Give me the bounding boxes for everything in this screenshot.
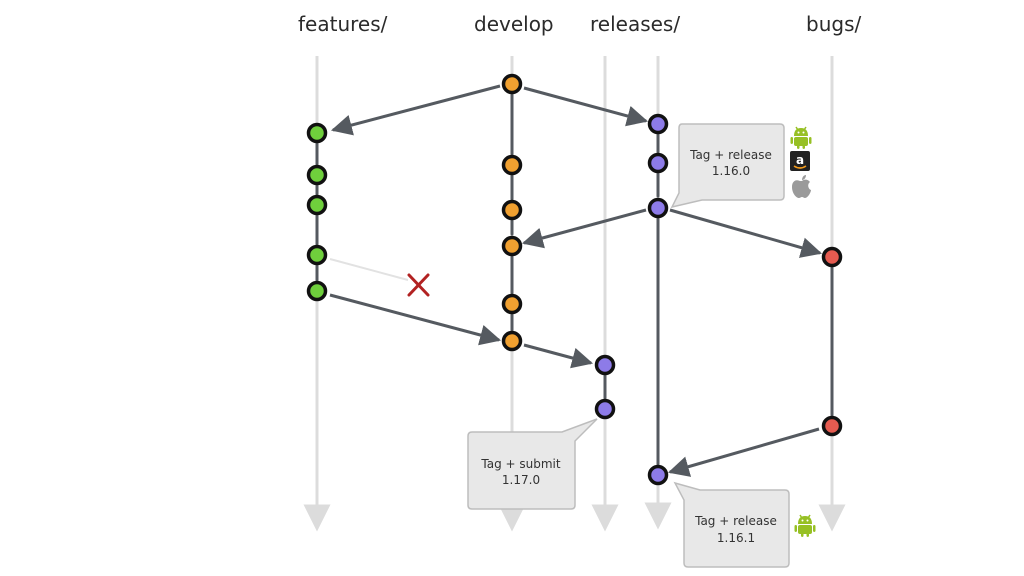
callout-release-1-16-1-line1: Tag + release bbox=[694, 514, 777, 528]
commit-develop bbox=[501, 154, 523, 176]
svg-text:a: a bbox=[796, 153, 804, 167]
callout-release-1-16-1-line2: 1.16.1 bbox=[717, 531, 755, 545]
commit-feature bbox=[306, 244, 328, 266]
lane-title-bugs: bugs/ bbox=[806, 12, 862, 36]
callout-submit-1-17-0-line1: Tag + submit bbox=[480, 457, 560, 471]
apple-icon bbox=[792, 175, 811, 198]
commit-develop bbox=[501, 293, 523, 315]
arrow-release-to-bugs bbox=[669, 208, 823, 258]
lane-title-features: features/ bbox=[298, 12, 388, 36]
arrow-develop-to-release bbox=[523, 86, 649, 127]
commit-feature bbox=[306, 164, 328, 186]
android-icon bbox=[790, 126, 812, 149]
callout-release-1-16-0: Tag + release 1.16.0 bbox=[670, 123, 785, 209]
commit-release bbox=[647, 152, 669, 174]
callout-release-1-16-0-line1: Tag + release bbox=[689, 148, 772, 162]
commit-bug bbox=[821, 415, 843, 437]
callout-submit-1-17-0: Tag + submit 1.17.0 bbox=[467, 418, 598, 510]
commit-release bbox=[594, 354, 616, 376]
commit-develop bbox=[501, 235, 523, 257]
commit-develop bbox=[501, 330, 523, 352]
arrow-feature-to-develop bbox=[329, 293, 502, 346]
arrow-develop-to-submit bbox=[523, 343, 594, 369]
commit-develop bbox=[501, 73, 523, 95]
android-icon bbox=[794, 514, 816, 537]
amazon-icon: a bbox=[790, 151, 810, 171]
callout-release-1-16-0-line2: 1.16.0 bbox=[712, 164, 750, 178]
commit-release bbox=[594, 398, 616, 420]
branch-arrows bbox=[329, 84, 823, 477]
commit-bug bbox=[821, 246, 843, 268]
callout-submit-1-17-0-line2: 1.17.0 bbox=[502, 473, 540, 487]
lane-connectors bbox=[315, 93, 834, 466]
commit-release bbox=[647, 464, 669, 486]
lane-title-develop: develop bbox=[474, 12, 554, 36]
discarded-x-icon bbox=[407, 273, 430, 297]
arrow-bugs-to-release bbox=[667, 427, 820, 477]
commit-feature bbox=[306, 280, 328, 302]
commit-feature bbox=[306, 122, 328, 144]
commits bbox=[306, 73, 843, 486]
commit-develop bbox=[501, 199, 523, 221]
discarded-merge-line bbox=[329, 258, 409, 281]
commit-release bbox=[647, 113, 669, 135]
commit-feature bbox=[306, 194, 328, 216]
lane-title-releases: releases/ bbox=[590, 12, 681, 36]
arrow-develop-to-feature bbox=[330, 84, 501, 136]
commit-release bbox=[647, 197, 669, 219]
arrow-release-to-develop bbox=[521, 208, 647, 249]
callout-release-1-16-1: Tag + release 1.16.1 bbox=[673, 481, 790, 568]
